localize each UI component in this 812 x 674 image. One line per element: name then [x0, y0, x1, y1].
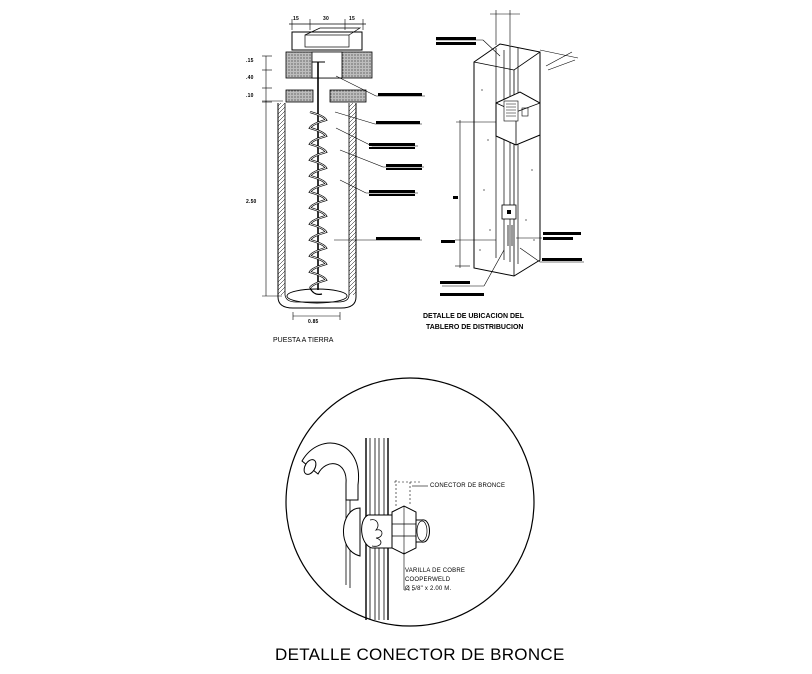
grounding-well-drawing — [262, 19, 425, 320]
dim-top-left: 15 — [293, 16, 299, 22]
dim-side-2: .40 — [246, 75, 254, 81]
bronze-connector-detail — [285, 377, 535, 627]
connector-detail-title: DETALLE CONECTOR DE BRONCE — [275, 645, 565, 664]
dim-side-1: .15 — [246, 58, 254, 64]
rod-label-line2: COOPERWELD — [405, 577, 451, 583]
dim-height: 2.50 — [246, 199, 257, 205]
dim-top-right: 15 — [349, 16, 355, 22]
distribution-board-drawing — [436, 10, 584, 296]
connector-label: CONECTOR DE BRONCE — [430, 483, 506, 489]
rod-label-line3: Ø 5/8" x 2.00 M. — [405, 586, 452, 592]
tablero-title-line2: TABLERO DE DISTRIBUCION — [426, 324, 524, 331]
dim-top-mid: 30 — [323, 16, 329, 22]
dim-bottom-width: 0.85 — [308, 319, 319, 325]
tablero-title-line1: DETALLE DE UBICACION DEL — [423, 313, 524, 320]
puesta-a-tierra-title: PUESTA A TIERRA — [273, 337, 334, 344]
rod-label-line1: VARILLA DE COBRE — [405, 568, 466, 574]
dim-side-3: .10 — [246, 93, 254, 99]
